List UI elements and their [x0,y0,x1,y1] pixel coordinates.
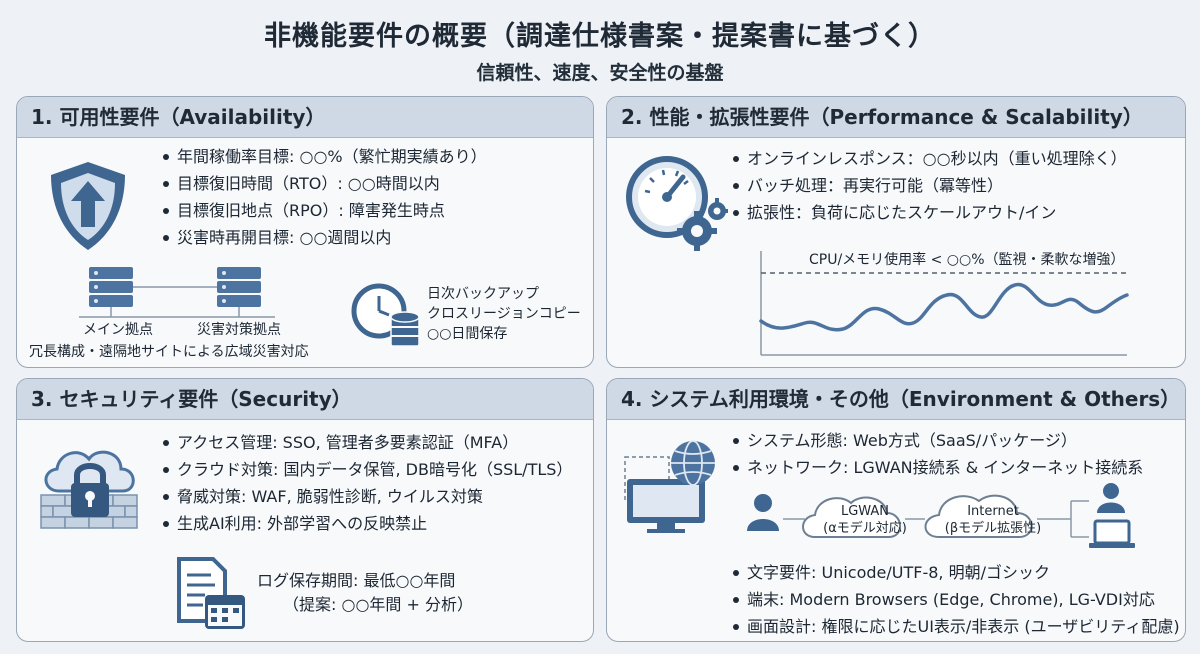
dr-site-label: 災害対策拠点 [197,322,281,338]
remote-user-icon [1097,483,1125,513]
log-proposal-label: （提案: ○○年間 + 分析） [283,595,473,614]
laptop-icon [1089,519,1135,548]
server-rack-icons [79,267,275,318]
availability-item: 年間稼働率目標: ○○%（繁忙期実績あり） [161,143,487,170]
availability-panel: 1. 可用性要件（Availability） 年間稼働率目標: ○○%（繁忙期実… [16,96,594,368]
shield-arrow-icon [51,162,125,250]
security-panel: 3. セキュリティ要件（Security） アクセス管理: SSO, 管理者多要… [16,378,594,642]
lgwan-cloud-title: LGWAN [840,504,890,519]
availability-item: 災害時再開目標: ○○週間以内 [161,224,487,251]
security-item: アクセス管理: SSO, 管理者多要素認証（MFA） [161,429,572,456]
backup-label-2: クロスリージョンコピー [427,306,581,322]
chart-threshold-label: CPU/メモリ使用率 < ○○%（監視・柔軟な増強） [807,249,1127,269]
gauge-gear-icon [626,156,728,251]
environment-item: 文字要件: Unicode/UTF-8, 明朝/ゴシック [731,559,1180,586]
performance-item: オンラインレスポンス：○○秒以内（重い処理除く） [731,145,1127,172]
monitor-globe-icon [624,440,715,533]
security-item: クラウド対策: 国内データ保管, DB暗号化（SSL/TLS） [161,456,572,483]
availability-item: 目標復旧時間（RTO）: ○○時間以内 [161,170,487,197]
main-site-label: メイン拠点 [83,322,153,338]
network-diagram [747,483,1135,548]
backup-label-1: 日次バックアップ [427,286,539,302]
log-document-calendar-icon [177,557,245,629]
lgwan-cloud-sub: (αモデル対応) [823,521,907,536]
availability-item: 目標復旧地点（RPO）: 障害発生時点 [161,197,487,224]
performance-item: 拡張性：負荷に応じたスケールアウト/イン [731,199,1127,226]
security-item: 脅威対策: WAF, 脆弱性診断, ウイルス対策 [161,483,572,510]
environment-panel: 4. システム利用環境・その他（Environment & Others） シス… [606,378,1186,642]
performance-heading: 2. 性能・拡張性要件（Performance & Scalability） [607,97,1185,138]
environment-item: ネットワーク: LGWAN接続系 & インターネット接続系 [731,454,1143,481]
availability-heading: 1. 可用性要件（Availability） [17,97,593,138]
security-heading: 3. セキュリティ要件（Security） [17,379,593,420]
internet-cloud-title: Internet [967,504,1019,519]
environment-item: 端末: Modern Browsers (Edge, Chrome), LG-V… [731,586,1180,613]
environment-heading: 4. システム利用環境・その他（Environment & Others） [607,379,1185,420]
usage-line-chart [759,251,1129,356]
page-subtitle: 信頼性、速度、安全性の基盤 [476,62,724,84]
user-icon [747,494,779,531]
redundancy-label: 冗長構成・遠隔地サイトによる広域災害対応 [29,344,309,360]
clock-database-icon [351,283,420,347]
internet-cloud-sub: (βモデル拡張性) [944,521,1042,536]
performance-item: バッチ処理：再実行可能（冪等性） [731,172,1127,199]
environment-item: 画面設計: 権限に応じたUI表示/非表示 (ユーザビリティ配慮) [731,613,1180,640]
backup-label-3: ○○日間保存 [427,326,508,342]
log-retention-label: ログ保存期間: 最低○○年間 [257,571,456,590]
page-title: 非機能要件の概要（調達仕様書案・提案書に基づく） [264,21,936,52]
performance-panel: 2. 性能・拡張性要件（Performance & Scalability） オ… [606,96,1186,368]
cloud-lock-firewall-icon [40,450,138,529]
environment-item: システム形態: Web方式（SaaS/パッケージ） [731,427,1143,454]
security-item: 生成AI利用: 外部学習への反映禁止 [161,510,572,537]
